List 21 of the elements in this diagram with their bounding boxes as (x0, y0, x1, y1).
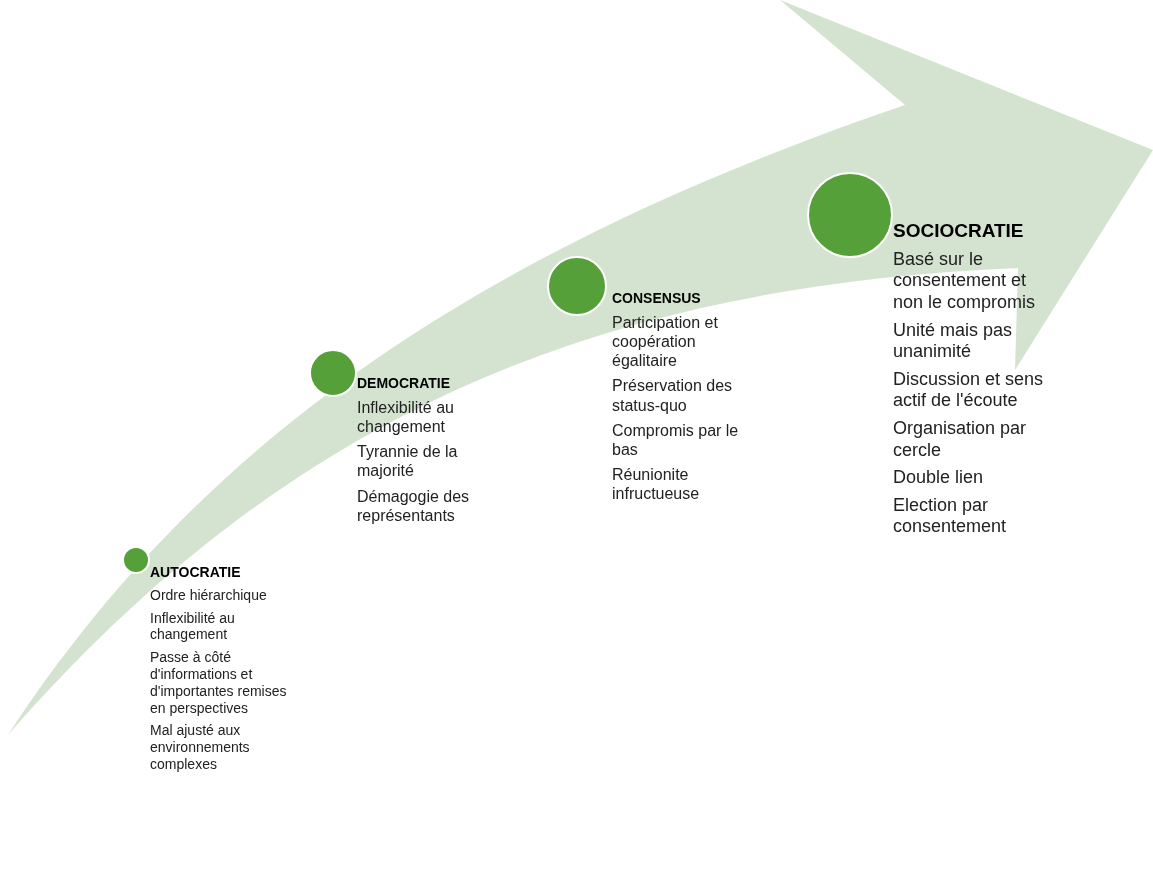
stage-heading: SOCIOCRATIE (893, 220, 1025, 243)
stage-heading: DEMOCRATIE (357, 375, 452, 392)
list-item: Inflexibilité au changement (357, 397, 455, 437)
list-item: Compromis par le bas (612, 420, 740, 460)
list-item: Ordre hiérarchique (150, 586, 268, 604)
list-item: Organisation par cercle (893, 417, 1028, 462)
list-item: Inflexibilité au changement (150, 609, 236, 644)
list-item: Discussion et sens actif de l'écoute (893, 368, 1045, 412)
stage-heading: CONSENSUS (612, 290, 702, 307)
list-item: Participation et coopération égalitaire (612, 312, 719, 371)
list-item: Basé sur le consentement et non le compromis (893, 248, 1037, 314)
stage-heading: AUTOCRATIE (150, 564, 242, 581)
list-item: Mal ajusté aux environnements complexes (150, 722, 251, 773)
list-item: Election par consentement (893, 494, 1008, 538)
list-item: Passe à côté d'informations et d'importantes remises en perspectives (150, 649, 288, 717)
list-item: Unité mais pas unanimité (893, 319, 1014, 363)
list-item: Double lien (893, 467, 985, 489)
list-item: Démagogie des représentants (357, 486, 471, 525)
list-item: Tyrannie de la majorité (357, 442, 459, 481)
list-item: Réunionite infructueuse (612, 465, 701, 504)
list-item: Préservation des status-quo (612, 376, 734, 415)
